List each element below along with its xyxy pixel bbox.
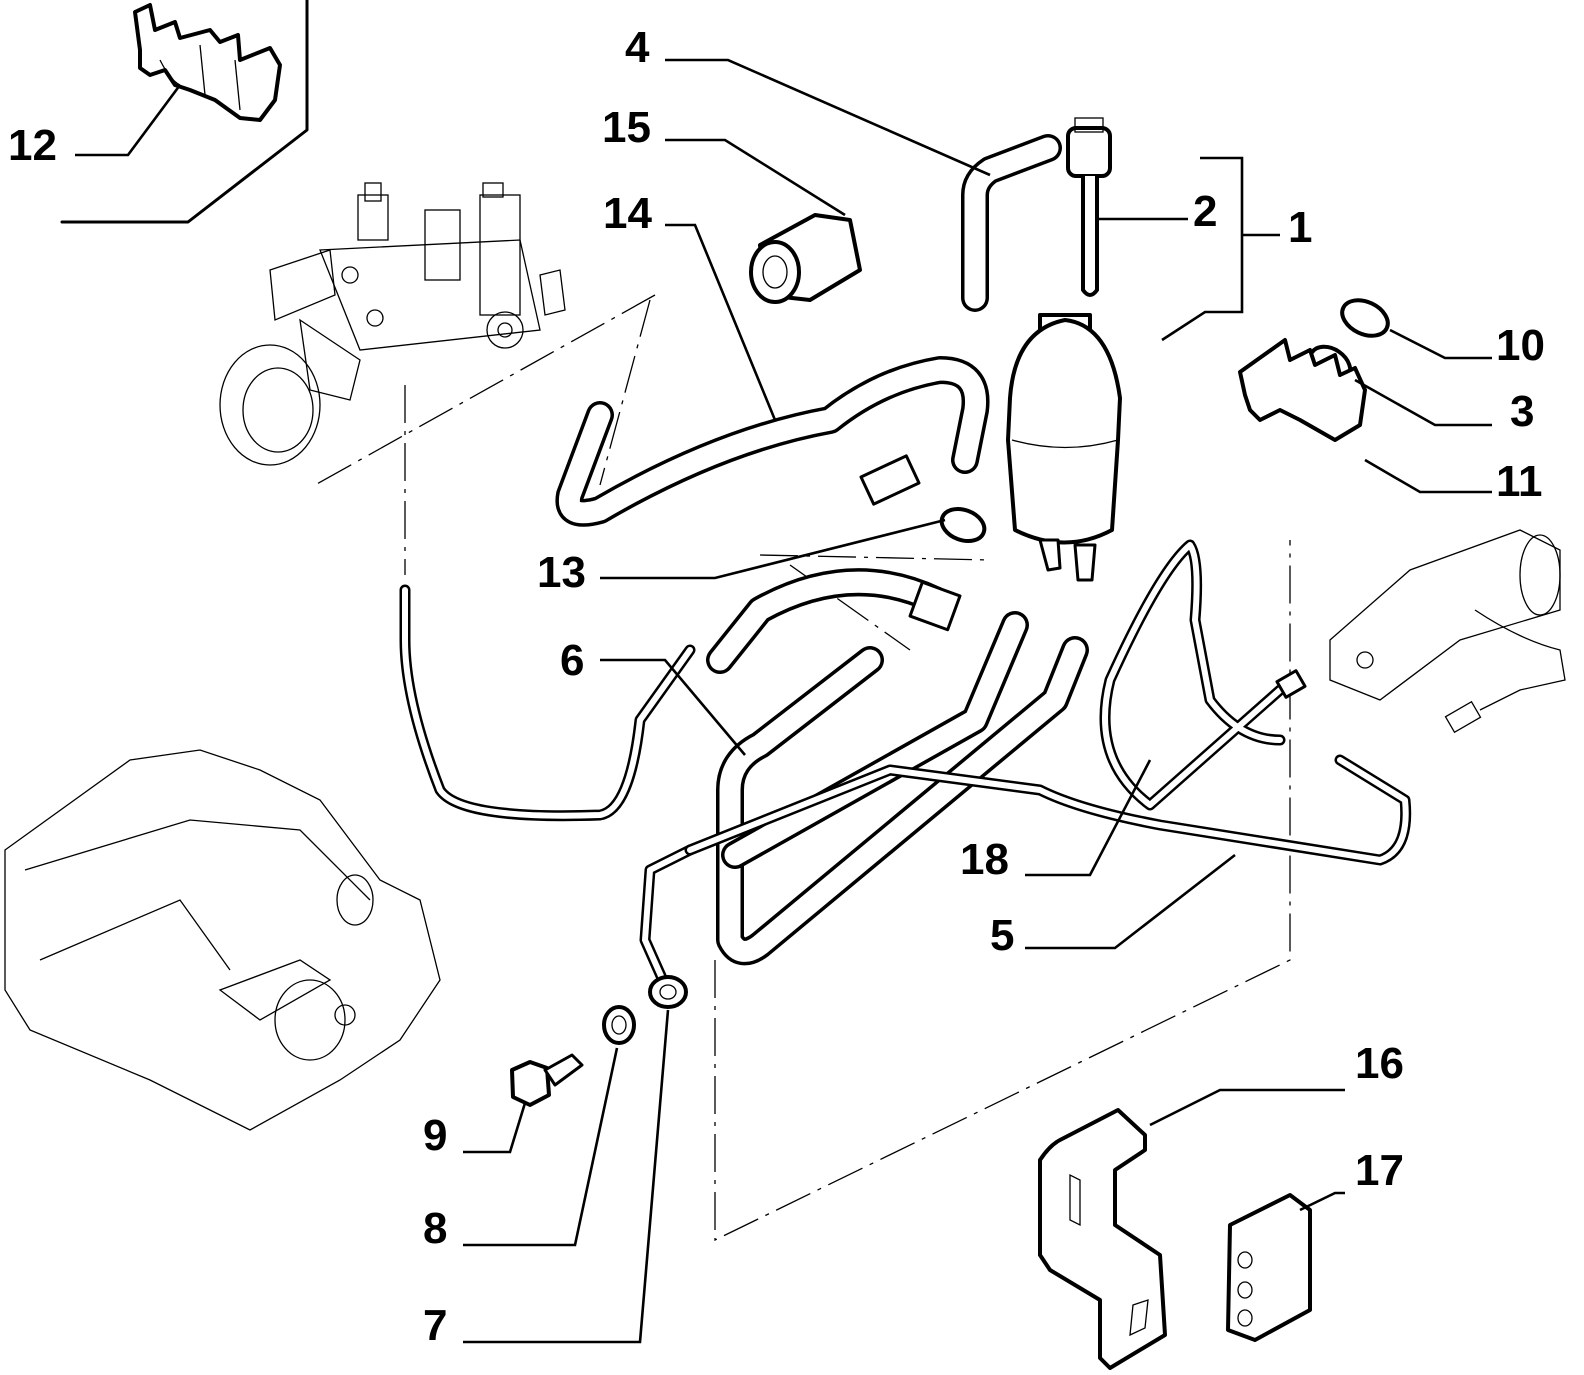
callout-leader-lines bbox=[75, 58, 1492, 1344]
callout-8: 8 bbox=[423, 1204, 447, 1253]
leader-16 bbox=[1149, 1088, 1345, 1127]
part-7-banjo-pipe[interactable] bbox=[399, 584, 696, 1009]
leader-5 bbox=[1025, 853, 1236, 950]
part-10-hose-clamp[interactable] bbox=[1336, 293, 1393, 342]
gear-actuator-unit bbox=[219, 182, 566, 466]
callout-4: 4 bbox=[625, 23, 650, 72]
leader-10 bbox=[1389, 328, 1492, 360]
part-14-supply-hose[interactable] bbox=[555, 356, 990, 527]
part-1-reservoir[interactable] bbox=[1006, 313, 1122, 582]
callout-11: 11 bbox=[1496, 457, 1543, 506]
part-9-banjo-bolt[interactable] bbox=[510, 1053, 584, 1107]
part-16-mounting-bracket[interactable] bbox=[1038, 1108, 1167, 1370]
gearbox-housing bbox=[4, 749, 441, 1131]
callout-7: 7 bbox=[423, 1301, 447, 1350]
leader-18 bbox=[1025, 759, 1152, 877]
callout-16: 16 bbox=[1355, 1039, 1404, 1088]
leader-14 bbox=[665, 223, 777, 421]
hydraulic-pump-unit bbox=[1329, 529, 1566, 734]
part-8-sealing-washer[interactable] bbox=[602, 1005, 636, 1045]
callout-2: 2 bbox=[1193, 187, 1217, 236]
callout-10: 10 bbox=[1496, 321, 1545, 370]
callout-5: 5 bbox=[990, 911, 1014, 960]
callout-numbers: 12 4 15 14 2 1 10 3 11 13 6 18 5 9 8 7 1… bbox=[8, 23, 1545, 1350]
leader-11 bbox=[1364, 458, 1492, 494]
leader-15 bbox=[665, 138, 846, 217]
part-11-pipe-clip[interactable] bbox=[1238, 338, 1367, 442]
leader-9 bbox=[463, 1102, 527, 1154]
part-17-rubber-pad[interactable] bbox=[1226, 1193, 1312, 1342]
leader-4 bbox=[665, 58, 991, 177]
part-12-pipe-clip[interactable] bbox=[133, 3, 282, 122]
assembly-reference-lines bbox=[314, 294, 1291, 1242]
callout-12: 12 bbox=[8, 121, 57, 170]
callout-13: 13 bbox=[537, 548, 586, 597]
part-18-delivery-pipe[interactable] bbox=[1099, 539, 1307, 811]
callout-6: 6 bbox=[560, 636, 584, 685]
callout-9: 9 bbox=[423, 1111, 447, 1160]
leader-7 bbox=[463, 1009, 670, 1344]
callout-17: 17 bbox=[1355, 1146, 1404, 1195]
leader-6 bbox=[600, 658, 746, 756]
leader-8 bbox=[463, 1047, 619, 1247]
callout-14: 14 bbox=[603, 189, 652, 238]
frame-line-12 bbox=[60, 0, 309, 224]
leader-13 bbox=[600, 518, 946, 580]
leader-1-bracket bbox=[1161, 156, 1244, 342]
part-15-rubber-bush[interactable] bbox=[749, 213, 862, 304]
leader-12 bbox=[75, 84, 182, 157]
leader-3 bbox=[1354, 378, 1492, 427]
part-2-cap-dipstick[interactable] bbox=[1066, 117, 1112, 297]
leader-17 bbox=[1299, 1191, 1345, 1212]
callout-1: 1 bbox=[1288, 203, 1312, 252]
part-5-pressure-pipe[interactable] bbox=[684, 754, 1412, 866]
part-4-breather-hose[interactable] bbox=[961, 134, 1062, 312]
callout-15: 15 bbox=[602, 103, 651, 152]
callout-3: 3 bbox=[1510, 387, 1534, 436]
part-6-return-hose[interactable] bbox=[706, 568, 1089, 966]
part-13-hose-clamp[interactable] bbox=[937, 503, 989, 546]
callout-18: 18 bbox=[960, 835, 1009, 884]
